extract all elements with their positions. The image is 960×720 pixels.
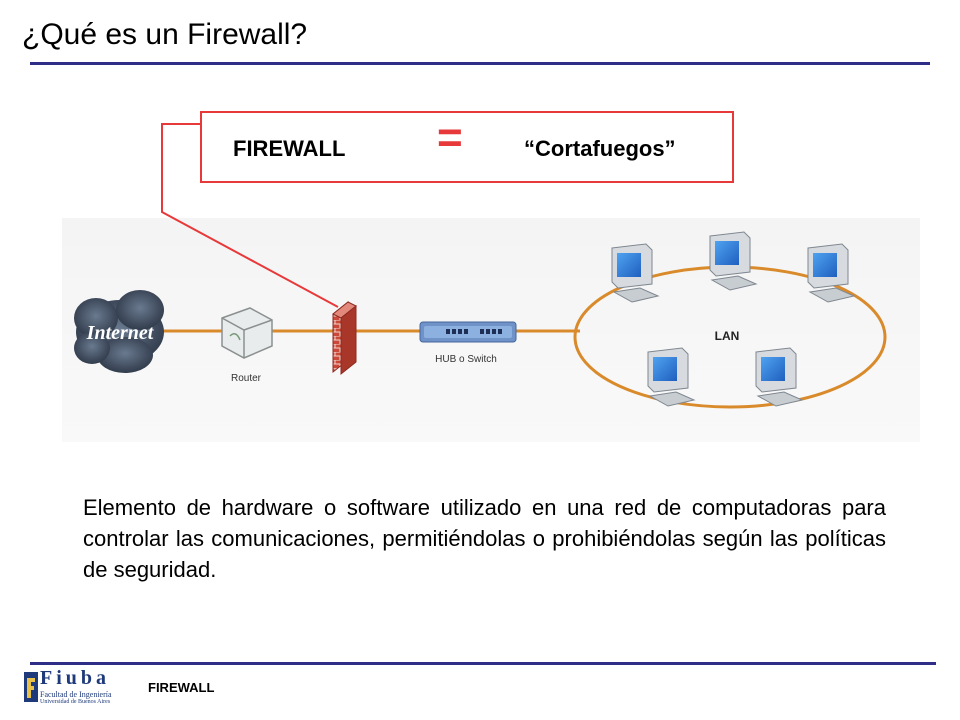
logo-faculty: Facultad de Ingeniería [40, 690, 112, 699]
computer-icon [755, 347, 804, 407]
router-icon [221, 307, 273, 359]
router-label: Router [231, 373, 262, 384]
lan-label: LAN [715, 329, 740, 343]
logo-wordmark: Fiuba [40, 667, 111, 689]
fiuba-logo [24, 672, 38, 702]
logo-university: Universidad de Buenos Aires [40, 699, 111, 705]
definition-paragraph: Elemento de hardware o software utilizad… [83, 495, 886, 582]
definition-translation: “Cortafuegos” [524, 136, 676, 161]
equals-sign: = [437, 113, 463, 162]
internet-label: Internet [86, 322, 155, 344]
computer-icon [611, 243, 660, 303]
title-divider [30, 62, 930, 65]
footer-label: FIREWALL [148, 680, 215, 695]
hub-label: HUB o Switch [435, 354, 497, 365]
internet-cloud-icon [74, 290, 164, 373]
hub-switch-icon [419, 321, 517, 343]
callout-connector [161, 123, 339, 308]
definition-box [200, 111, 734, 183]
computer-icon [709, 231, 758, 291]
definition-term: FIREWALL [233, 136, 346, 161]
firewall-brick-icon [332, 300, 357, 376]
footer-divider [30, 662, 936, 665]
computer-icon [647, 347, 696, 407]
page-title: ¿Qué es un Firewall? [22, 18, 308, 51]
computer-icon [807, 243, 856, 303]
